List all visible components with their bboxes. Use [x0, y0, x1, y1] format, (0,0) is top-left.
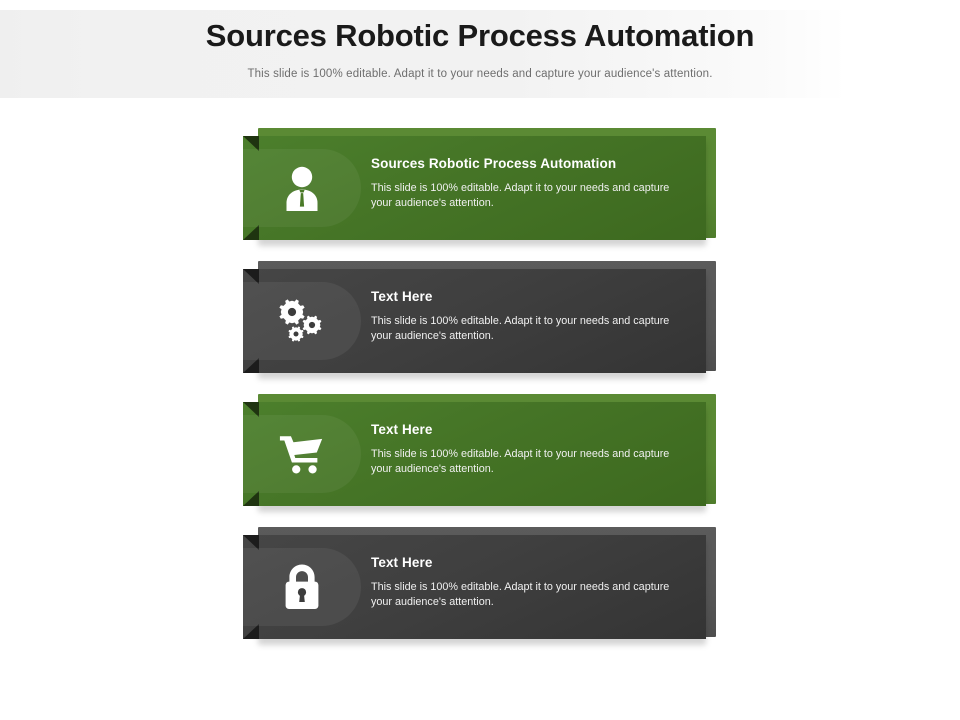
card-front-panel[interactable]: Text Here This slide is 100% editable. A… [243, 269, 706, 373]
card-description: This slide is 100% editable. Adapt it to… [371, 447, 670, 476]
page-subtitle: This slide is 100% editable. Adapt it to… [247, 68, 713, 80]
card-title: Sources Robotic Process Automation [371, 156, 617, 171]
card-item[interactable]: Sources Robotic Process Automation This … [0, 128, 960, 246]
icon-capsule [243, 149, 361, 227]
card-item[interactable]: Text Here This slide is 100% editable. A… [0, 261, 960, 379]
ribbon-fold-top [243, 269, 259, 284]
card-text-block: Text Here This slide is 100% editable. A… [371, 555, 681, 611]
ribbon-fold-top [243, 402, 259, 417]
ribbon-fold-bottom [243, 225, 259, 240]
ribbon-fold-bottom [243, 358, 259, 373]
ribbon-fold-bottom [243, 491, 259, 506]
card-description: This slide is 100% editable. Adapt it to… [371, 181, 670, 210]
shopping-cart-icon [278, 430, 326, 478]
card-title: Text Here [371, 289, 433, 304]
card-front-panel[interactable]: Sources Robotic Process Automation This … [243, 136, 706, 240]
card-item[interactable]: Text Here This slide is 100% editable. A… [0, 394, 960, 512]
icon-capsule [243, 282, 361, 360]
card-description: This slide is 100% editable. Adapt it to… [371, 580, 670, 609]
card-title: Text Here [371, 555, 433, 570]
padlock-icon [278, 563, 326, 611]
gears-icon [278, 297, 326, 345]
ribbon-fold-top [243, 136, 259, 151]
ribbon-fold-top [243, 535, 259, 550]
card-text-block: Text Here This slide is 100% editable. A… [371, 422, 681, 478]
card-front-panel[interactable]: Text Here This slide is 100% editable. A… [243, 535, 706, 639]
ribbon-fold-bottom [243, 624, 259, 639]
card-item[interactable]: Text Here This slide is 100% editable. A… [0, 527, 960, 645]
card-stack: Sources Robotic Process Automation This … [0, 128, 960, 660]
page-title: Sources Robotic Process Automation [205, 18, 755, 53]
card-text-block: Sources Robotic Process Automation This … [371, 156, 681, 212]
slide-header-band [0, 10, 847, 98]
businessman-icon [278, 164, 326, 212]
card-text-block: Text Here This slide is 100% editable. A… [371, 289, 681, 345]
card-title: Text Here [371, 422, 433, 437]
card-front-panel[interactable]: Text Here This slide is 100% editable. A… [243, 402, 706, 506]
card-description: This slide is 100% editable. Adapt it to… [371, 314, 670, 343]
